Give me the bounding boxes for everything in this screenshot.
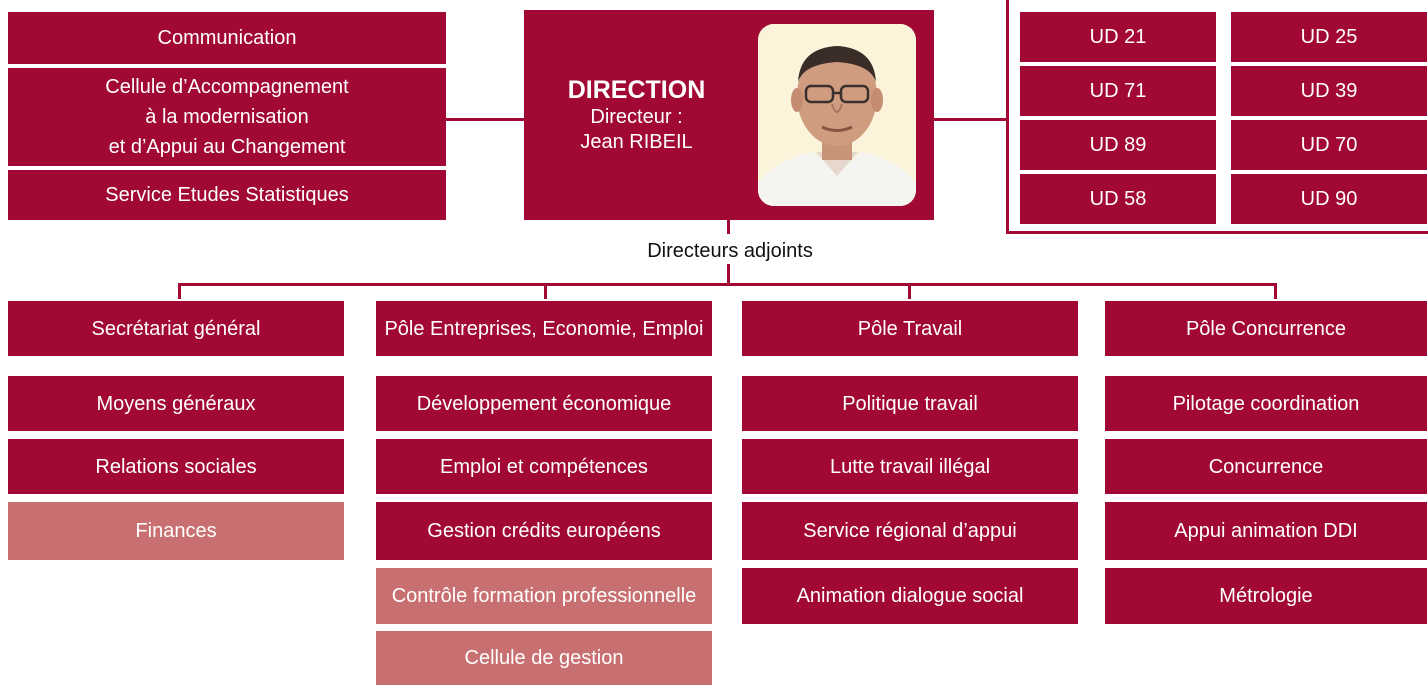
- pole-entreprises-title: Pôle Entreprises, Economie, Emploi: [376, 301, 712, 356]
- ud-21-box: UD 21: [1020, 12, 1216, 62]
- pole-secretariat-item: Moyens généraux: [8, 376, 344, 431]
- ud-58-box: UD 58: [1020, 174, 1216, 224]
- pole-travail-item: Animation dialogue social: [742, 568, 1078, 624]
- pole-concurrence-title: Pôle Concurrence: [1105, 301, 1427, 356]
- director-name: Jean RIBEIL: [580, 131, 693, 153]
- service-etudes-box: Service Etudes Statistiques: [8, 170, 446, 220]
- pole-travail-item: Lutte travail illégal: [742, 439, 1078, 494]
- pole-entreprises-item: Contrôle formation professionnelle: [376, 568, 712, 624]
- pole-secretariat-item: Finances: [8, 502, 344, 560]
- pole-entreprises-item: Cellule de gestion: [376, 631, 712, 685]
- pole-entreprises-item: Gestion crédits européens: [376, 502, 712, 560]
- ud-frame: [1006, 0, 1428, 234]
- pole-secretariat-title: Secrétariat général: [8, 301, 344, 356]
- pole-travail-item: Service régional d’appui: [742, 502, 1078, 560]
- ud-39-box: UD 39: [1231, 66, 1427, 116]
- direction-box: DIRECTION Directeur : Jean RIBEIL: [524, 10, 934, 220]
- direction-title: DIRECTION: [567, 76, 706, 104]
- pole-entreprises-item: Emploi et compétences: [376, 439, 712, 494]
- connector-right: [934, 118, 1008, 121]
- pole-secretariat-item: Relations sociales: [8, 439, 344, 494]
- ud-25-box: UD 25: [1231, 12, 1427, 62]
- connector-pole-3: [908, 283, 911, 299]
- connector-pole-2: [544, 283, 547, 299]
- ud-70-box: UD 70: [1231, 120, 1427, 170]
- connector-down: [727, 220, 730, 234]
- deputies-label: Directeurs adjoints: [647, 240, 813, 262]
- communication-box: Communication: [8, 12, 446, 64]
- connector-horizontal: [178, 283, 1277, 286]
- director-role: Directeur :: [590, 106, 683, 128]
- connector-pole-4: [1274, 283, 1277, 299]
- pole-concurrence-item: Appui animation DDI: [1105, 502, 1427, 560]
- cellule-accompagnement-box: Cellule d’Accompagnement à la modernisat…: [8, 68, 446, 166]
- connector-left: [446, 118, 524, 121]
- pole-travail-title: Pôle Travail: [742, 301, 1078, 356]
- director-photo: [758, 24, 916, 206]
- pole-travail-item: Politique travail: [742, 376, 1078, 431]
- connector-pole-1: [178, 283, 181, 299]
- pole-entreprises-item: Développement économique: [376, 376, 712, 431]
- ud-89-box: UD 89: [1020, 120, 1216, 170]
- ud-90-box: UD 90: [1231, 174, 1427, 224]
- pole-concurrence-item: Concurrence: [1105, 439, 1427, 494]
- connector-down-2: [727, 264, 730, 284]
- pole-concurrence-item: Pilotage coordination: [1105, 376, 1427, 431]
- pole-concurrence-item: Métrologie: [1105, 568, 1427, 624]
- ud-71-box: UD 71: [1020, 66, 1216, 116]
